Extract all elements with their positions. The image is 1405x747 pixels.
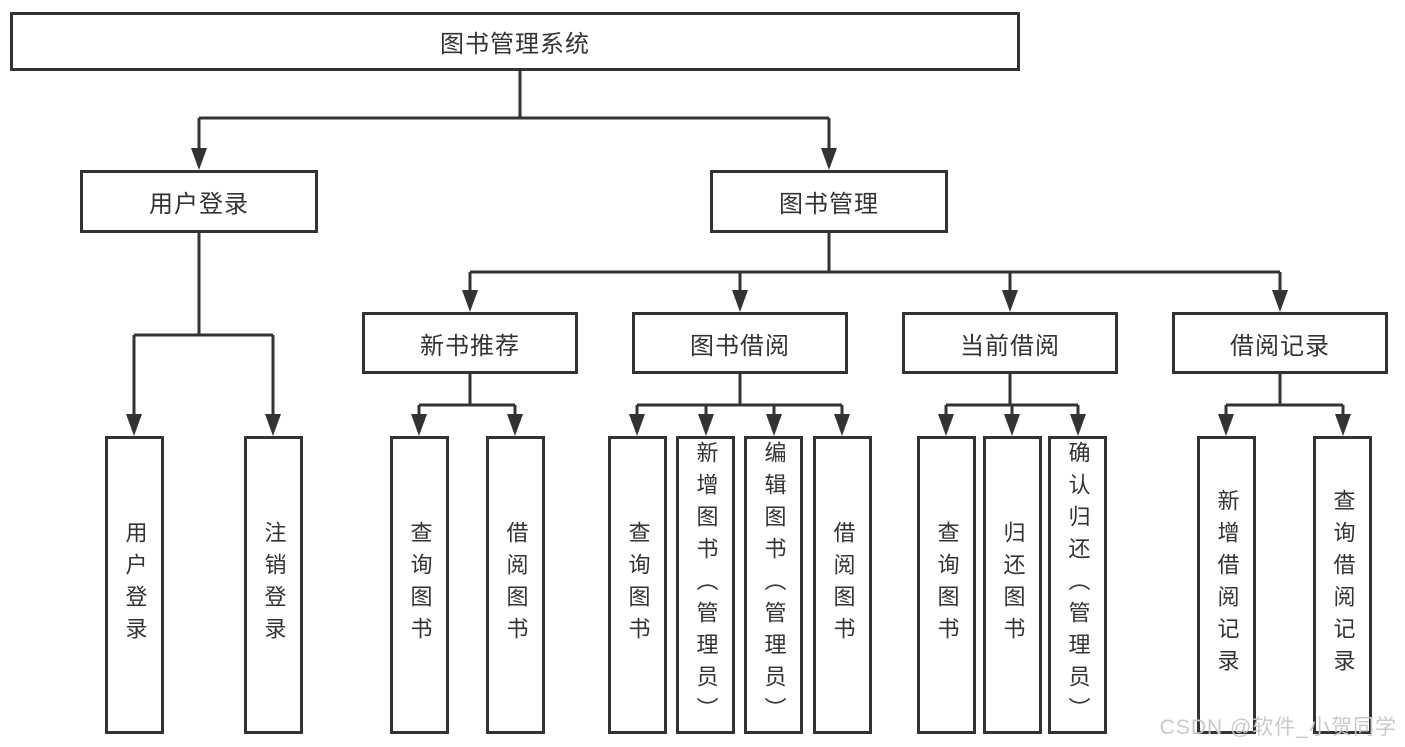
- csdn-watermark: CSDN @软件_小贺同学: [1159, 716, 1397, 739]
- node-label: 新增图书（管理员）: [693, 441, 719, 729]
- node-label: 借阅图书: [503, 521, 529, 649]
- leaf-records-query-record: 查询借阅记录: [1313, 436, 1372, 734]
- node-label: 图书管理系统: [440, 31, 590, 58]
- node-label: 借阅记录: [1230, 332, 1330, 360]
- node-user-login: 用户登录: [80, 170, 318, 233]
- node-book-management: 图书管理: [710, 170, 948, 233]
- leaf-current-confirm-return-admin: 确认归还（管理员）: [1048, 436, 1107, 734]
- leaf-newbook-query-books: 查询图书: [390, 436, 449, 734]
- node-label: 图书借阅: [690, 332, 790, 360]
- leaf-borrowing-query-books: 查询图书: [608, 436, 667, 734]
- leaf-borrowing-add-books-admin: 新增图书（管理员）: [676, 436, 735, 734]
- node-label: 用户登录: [122, 521, 148, 649]
- node-label: 新书推荐: [420, 332, 520, 360]
- node-label: 查询借阅记录: [1330, 489, 1356, 681]
- node-label: 借阅图书: [830, 521, 856, 649]
- node-label: 查询图书: [407, 521, 433, 649]
- node-root-system: 图书管理系统: [10, 12, 1020, 71]
- node-label: 新增借阅记录: [1214, 489, 1240, 681]
- node-label: 用户登录: [149, 191, 249, 218]
- node-new-book-recommend: 新书推荐: [362, 312, 578, 374]
- node-label: 归还图书: [1000, 521, 1026, 649]
- node-label: 查询图书: [625, 521, 651, 649]
- leaf-logout: 注销登录: [244, 436, 303, 734]
- node-book-borrowing: 图书借阅: [632, 312, 848, 374]
- node-label: 确认归还（管理员）: [1065, 441, 1091, 729]
- node-current-borrowing: 当前借阅: [902, 312, 1118, 374]
- node-label: 当前借阅: [960, 332, 1060, 360]
- leaf-records-add-record: 新增借阅记录: [1197, 436, 1256, 734]
- leaf-current-return-books: 归还图书: [983, 436, 1042, 734]
- leaf-borrowing-edit-books-admin: 编辑图书（管理员）: [744, 436, 803, 734]
- leaf-user-login: 用户登录: [105, 436, 164, 734]
- node-label: 查询图书: [934, 521, 960, 649]
- node-label: 注销登录: [261, 521, 287, 649]
- node-label: 图书管理: [779, 191, 879, 218]
- node-label: 编辑图书（管理员）: [761, 441, 787, 729]
- leaf-newbook-borrow-books: 借阅图书: [486, 436, 545, 734]
- node-borrow-records: 借阅记录: [1172, 312, 1388, 374]
- leaf-borrowing-borrow-books: 借阅图书: [813, 436, 872, 734]
- leaf-current-query-books: 查询图书: [917, 436, 976, 734]
